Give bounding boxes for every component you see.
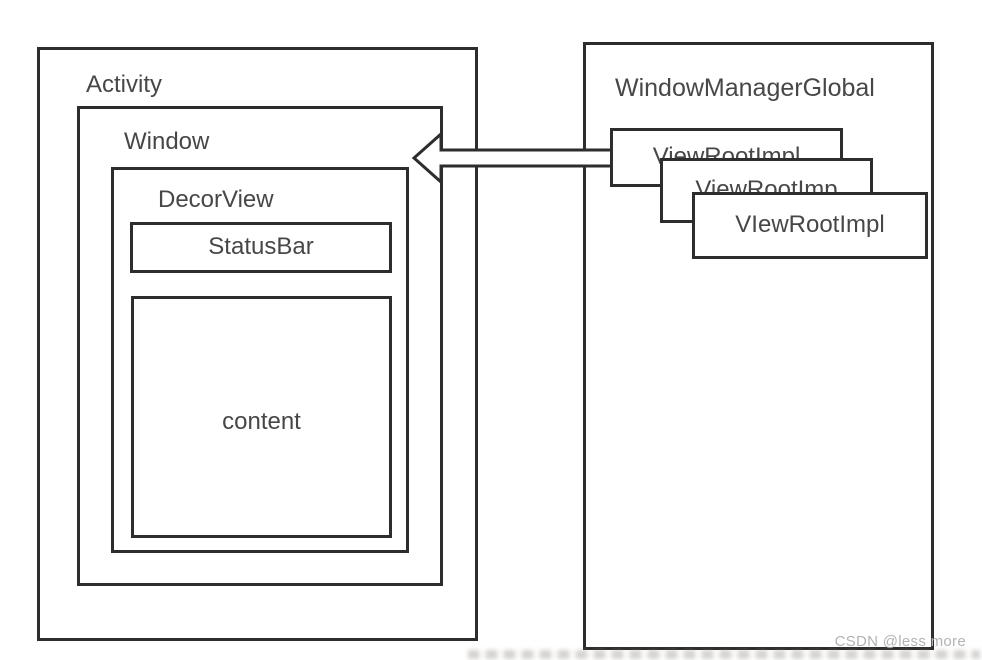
content-label: content [222,407,301,435]
decorview-label: DecorView [158,186,274,213]
statusbar-label: StatusBar [208,233,314,261]
activity-label: Activity [86,71,163,98]
statusbar-box: StatusBar [130,222,392,273]
window-manager-global-label: WindowManagerGlobal [615,74,875,102]
window-label: Window [124,128,210,155]
csdn-watermark: CSDN @less more [834,633,966,650]
blurred-url-watermark [468,650,980,659]
content-box: content [131,296,392,538]
viewrootimpl-front-label: VIewRootImpl [735,211,885,239]
viewrootimpl-front-box: VIewRootImpl [692,192,928,259]
